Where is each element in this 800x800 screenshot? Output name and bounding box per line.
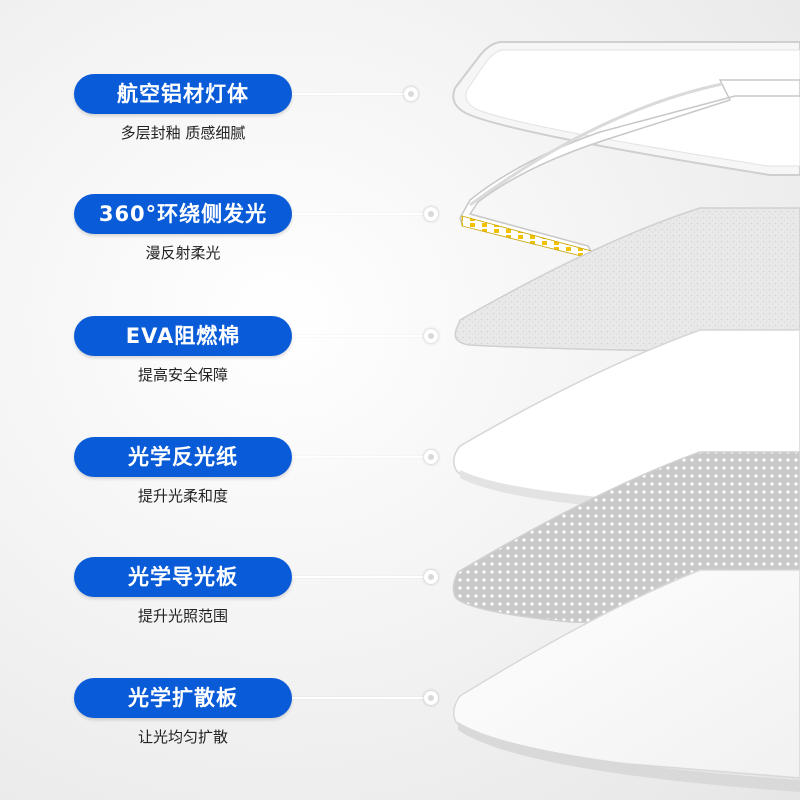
frame-layer — [452, 41, 800, 176]
leader-line — [292, 93, 404, 95]
layer-title-badge: 光学导光板 — [74, 557, 292, 597]
layer-subtitle: 提升光柔和度 — [137, 487, 228, 505]
led-strip-layer — [459, 79, 800, 261]
layer-title-badge: 航空铝材灯体 — [74, 74, 292, 114]
leader-line — [292, 335, 424, 337]
layer-title-badge: 光学扩散板 — [74, 678, 292, 718]
callout-diffuser: 光学扩散板 让光均匀扩散 — [0, 678, 800, 788]
leader-line — [292, 213, 424, 215]
marker-dot-icon — [404, 87, 418, 101]
marker-dot-icon — [424, 207, 438, 221]
marker-dot-icon — [424, 329, 438, 343]
leader-line — [292, 456, 424, 458]
marker-dot-icon — [424, 570, 438, 584]
layer-title-badge: EVA阻燃棉 — [74, 316, 292, 356]
layer-subtitle: 让光均匀扩散 — [137, 728, 228, 746]
callout-reflector: 光学反光纸 提升光柔和度 — [0, 437, 800, 547]
layer-subtitle: 提高安全保障 — [137, 366, 228, 384]
layer-title-badge: 光学反光纸 — [74, 437, 292, 477]
leader-line — [292, 576, 424, 578]
layer-title-badge: 360°环绕侧发光 — [74, 194, 292, 234]
layer-subtitle: 提升光照范围 — [137, 607, 228, 625]
callout-foam: EVA阻燃棉 提高安全保障 — [0, 316, 800, 426]
callout-light-guide: 光学导光板 提升光照范围 — [0, 557, 800, 667]
marker-dot-icon — [424, 691, 438, 705]
layer-subtitle: 多层封釉 质感细腻 — [120, 124, 246, 142]
callout-frame: 航空铝材灯体 多层封釉 质感细腻 — [0, 74, 800, 184]
leader-line — [292, 697, 424, 699]
layer-subtitle: 漫反射柔光 — [145, 244, 221, 262]
callout-led: 360°环绕侧发光 漫反射柔光 — [0, 194, 800, 304]
marker-dot-icon — [424, 450, 438, 464]
diffuser-layer — [453, 569, 800, 792]
